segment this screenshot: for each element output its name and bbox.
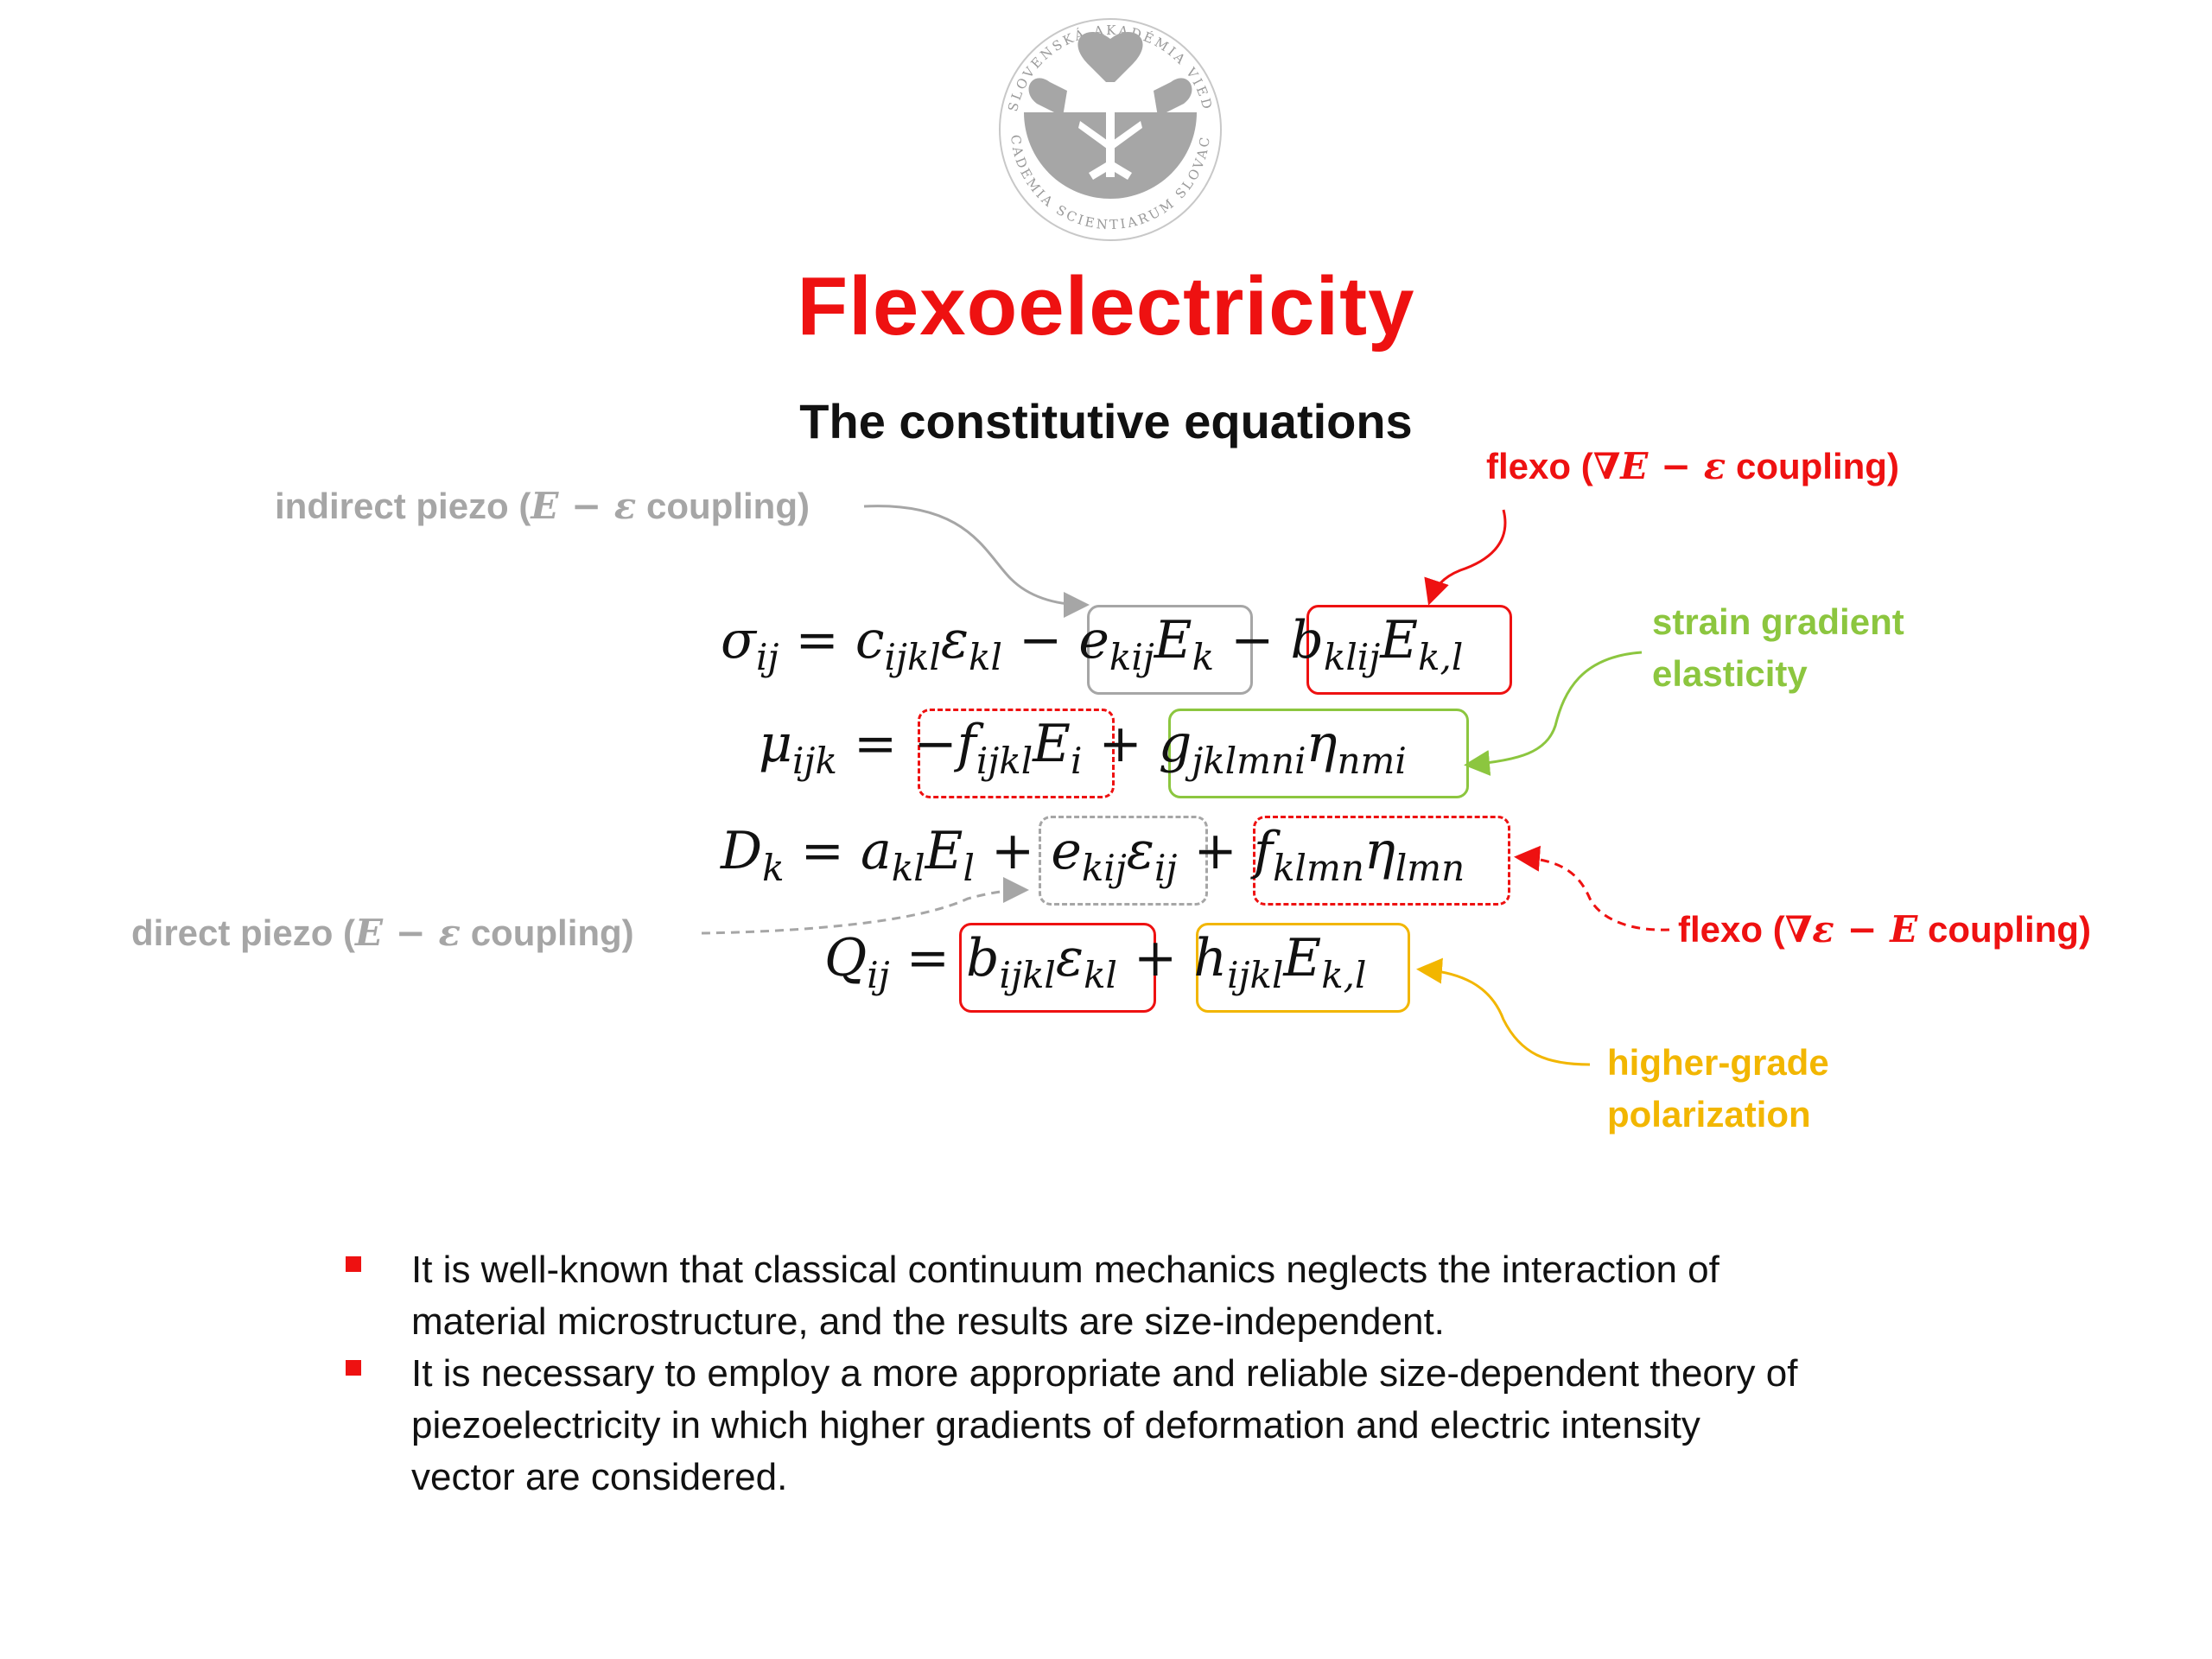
annotation-indirect-piezo: indirect piezo (E − ε coupling): [275, 485, 810, 527]
box-direct-piezo-term: [1039, 816, 1208, 906]
page-subtitle: The constitutive equations: [799, 394, 1413, 448]
bullet-item: It is necessary to employ a more appropr…: [346, 1348, 1987, 1503]
arrow-direct-piezo: [701, 877, 1029, 935]
page-title: Flexoelectricity: [797, 260, 1415, 353]
equation-quadrupole: Qij = bijklεkl + hijklEk,l: [824, 928, 1367, 996]
arrow-strain-gradient: [1464, 651, 1643, 776]
bullet-list: It is well-known that classical continuu…: [346, 1244, 1987, 1503]
annotation-flexo-top: flexo (∇E − ε coupling): [1486, 445, 1899, 487]
annotation-higher-grade: higher-grade polarization: [1607, 1042, 1829, 1135]
annotation-strain-gradient: strain gradient elasticity: [1652, 601, 1904, 694]
box-flexo-term-eq1: [1306, 605, 1512, 695]
equation-stress: σij = cijklεkl − ekijEk − bklijEk,l: [721, 610, 1464, 678]
arrow-higher-grade: [1416, 957, 1591, 1066]
equation-couple-stress: μijk = −fijklEi + gjklmniηnmi: [759, 714, 1407, 782]
annotation-flexo-bottom: flexo (∇ε − E coupling): [1678, 908, 2091, 950]
box-b-term-eq4: [959, 923, 1156, 1013]
academy-logo: SLOVENSKÁ AKADÉMIA VIED ACADEMIA SCIENTI…: [985, 0, 1222, 241]
equation-electric-displacement: Dk = aklEl + ekijεij + fklmnηlmn: [721, 821, 1465, 889]
bullet-item: It is well-known that classical continuu…: [346, 1244, 1987, 1348]
bullet-marker: [346, 1360, 361, 1376]
bullet-marker: [346, 1256, 361, 1272]
box-higher-grade-term: [1196, 923, 1410, 1013]
box-indirect-piezo-term: [1087, 605, 1253, 695]
box-flexo-term-eq3: [1253, 816, 1510, 906]
box-flexo-term-eq2: [918, 709, 1115, 798]
arrow-indirect-piezo: [863, 505, 1090, 618]
arrow-flexo-bottom: [1514, 845, 1670, 931]
arrow-flexo-top: [1424, 509, 1507, 606]
annotation-direct-piezo: direct piezo (E − ε coupling): [131, 912, 634, 954]
